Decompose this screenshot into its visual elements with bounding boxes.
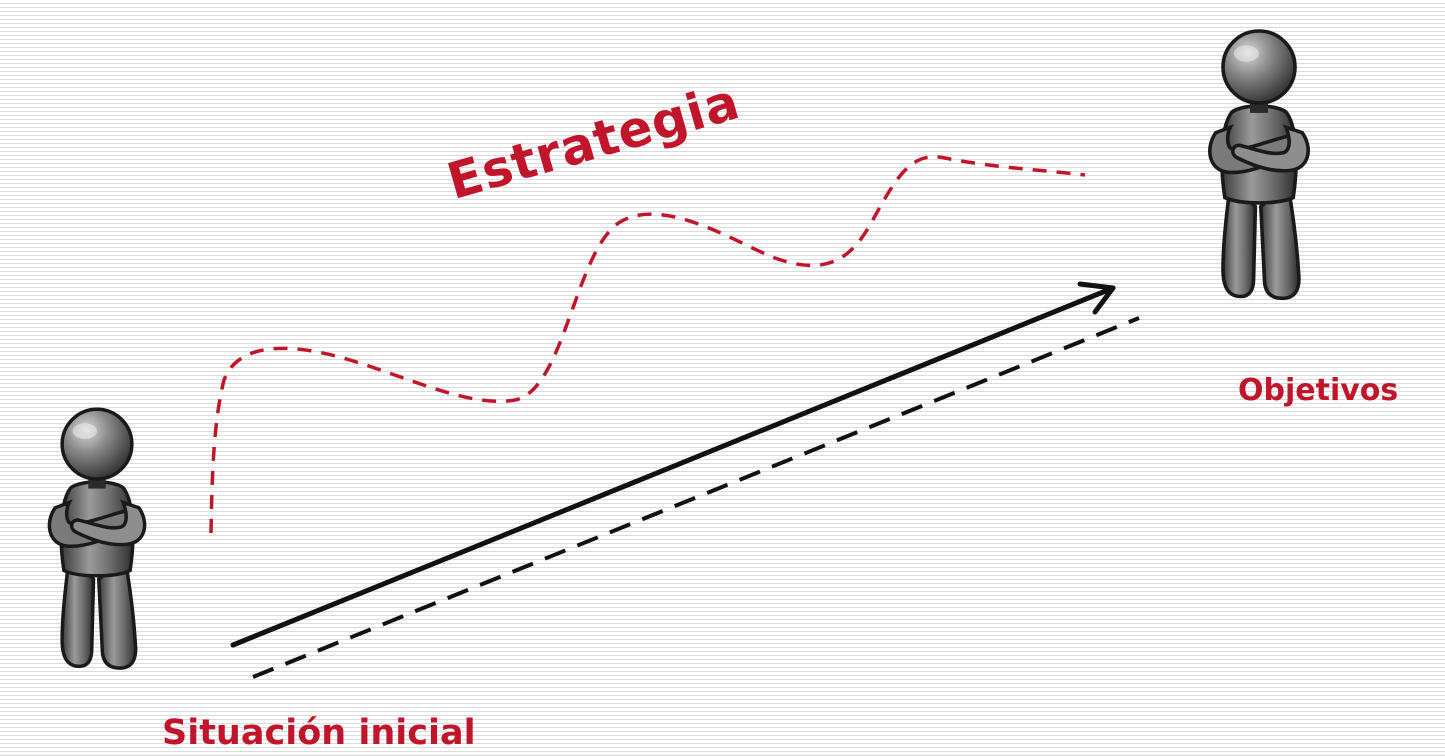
person-figure-goal-icon xyxy=(1210,31,1308,298)
objectives-label: Objetivos xyxy=(1238,373,1399,408)
strategy-path xyxy=(209,154,1086,534)
person-figure-start-icon xyxy=(47,407,147,671)
arrowhead-icon xyxy=(1077,281,1116,315)
initial-situation-label: Situación inicial xyxy=(162,713,476,753)
direct-arrow-line xyxy=(230,285,1116,648)
dashed-guide-line xyxy=(252,316,1140,679)
